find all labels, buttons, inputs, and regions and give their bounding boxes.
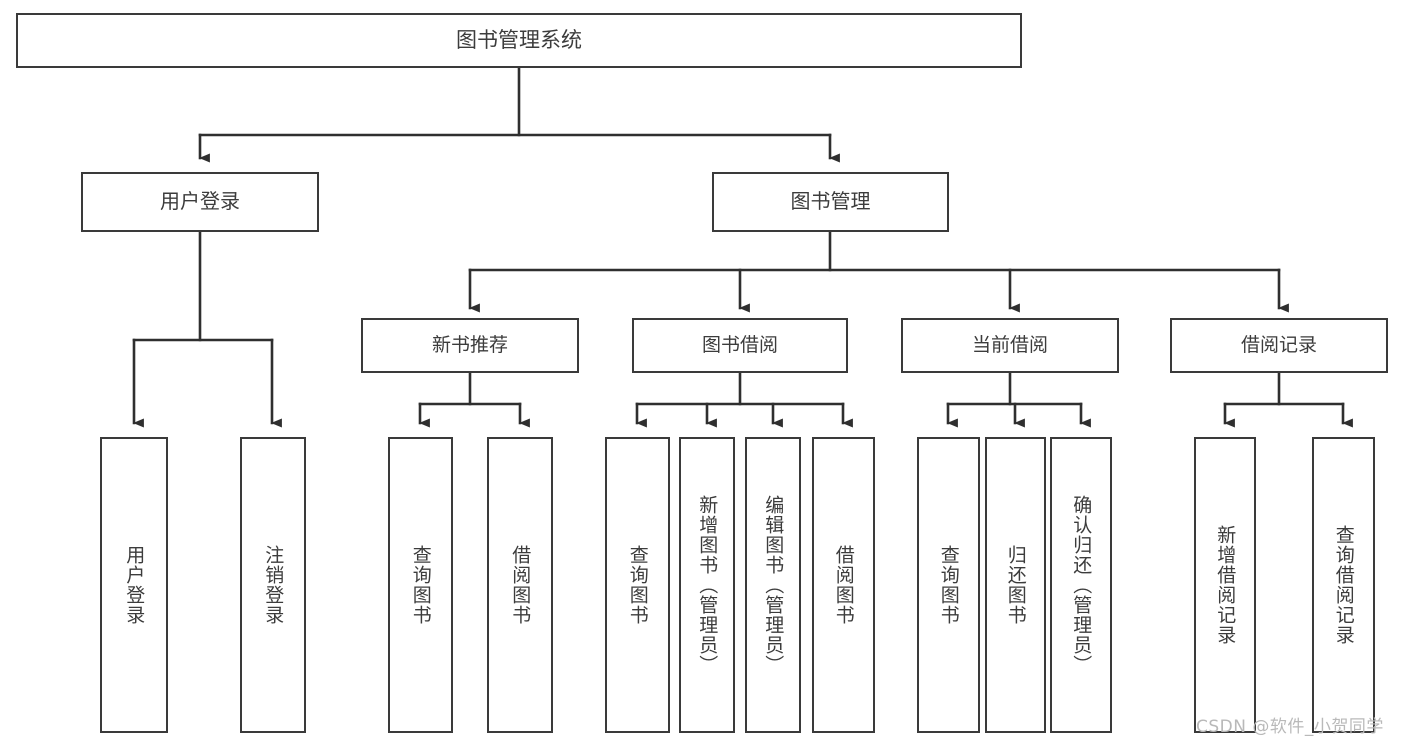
leaf-label: 新增图书（管理员） — [696, 495, 719, 675]
leaf-borrow-book[interactable]: 借阅图书 — [812, 437, 875, 733]
leaf-query-book-current[interactable]: 查询图书 — [917, 437, 980, 733]
node-book-borrow[interactable]: 图书借阅 — [632, 318, 848, 373]
leaf-user-login[interactable]: 用户登录 — [100, 437, 168, 733]
leaf-confirm-return-admin[interactable]: 确认归还（管理员） — [1050, 437, 1112, 733]
leaf-logout[interactable]: 注销登录 — [240, 437, 306, 733]
leaf-query-book-recommend[interactable]: 查询图书 — [388, 437, 453, 733]
leaf-label: 借阅图书 — [509, 545, 532, 625]
csdn-watermark: CSDN @软件_小贺同学 — [1196, 717, 1384, 737]
node-book-management[interactable]: 图书管理 — [712, 172, 949, 232]
leaf-add-borrow-record[interactable]: 新增借阅记录 — [1194, 437, 1256, 733]
leaf-edit-book-admin[interactable]: 编辑图书（管理员） — [745, 437, 801, 733]
node-user-login[interactable]: 用户登录 — [81, 172, 319, 232]
leaf-label: 查询图书 — [937, 545, 960, 625]
leaf-label: 查询图书 — [626, 545, 649, 625]
leaf-query-book-borrow[interactable]: 查询图书 — [605, 437, 670, 733]
leaf-query-borrow-record[interactable]: 查询借阅记录 — [1312, 437, 1375, 733]
leaf-return-book[interactable]: 归还图书 — [985, 437, 1046, 733]
leaf-label: 归还图书 — [1004, 545, 1027, 625]
leaf-label: 借阅图书 — [832, 545, 855, 625]
leaf-label: 用户登录 — [123, 545, 146, 625]
leaf-label: 查询图书 — [409, 545, 432, 625]
leaf-borrow-book-recommend[interactable]: 借阅图书 — [487, 437, 553, 733]
node-current-borrow[interactable]: 当前借阅 — [901, 318, 1119, 373]
node-borrow-records[interactable]: 借阅记录 — [1170, 318, 1388, 373]
leaf-add-book-admin[interactable]: 新增图书（管理员） — [679, 437, 735, 733]
leaf-label: 查询借阅记录 — [1332, 525, 1355, 645]
node-root-system[interactable]: 图书管理系统 — [16, 13, 1022, 68]
node-new-book-recommend[interactable]: 新书推荐 — [361, 318, 579, 373]
leaf-label: 确认归还（管理员） — [1070, 495, 1093, 675]
leaf-label: 编辑图书（管理员） — [762, 495, 785, 675]
leaf-label: 新增借阅记录 — [1214, 525, 1237, 645]
leaf-label: 注销登录 — [262, 545, 285, 625]
